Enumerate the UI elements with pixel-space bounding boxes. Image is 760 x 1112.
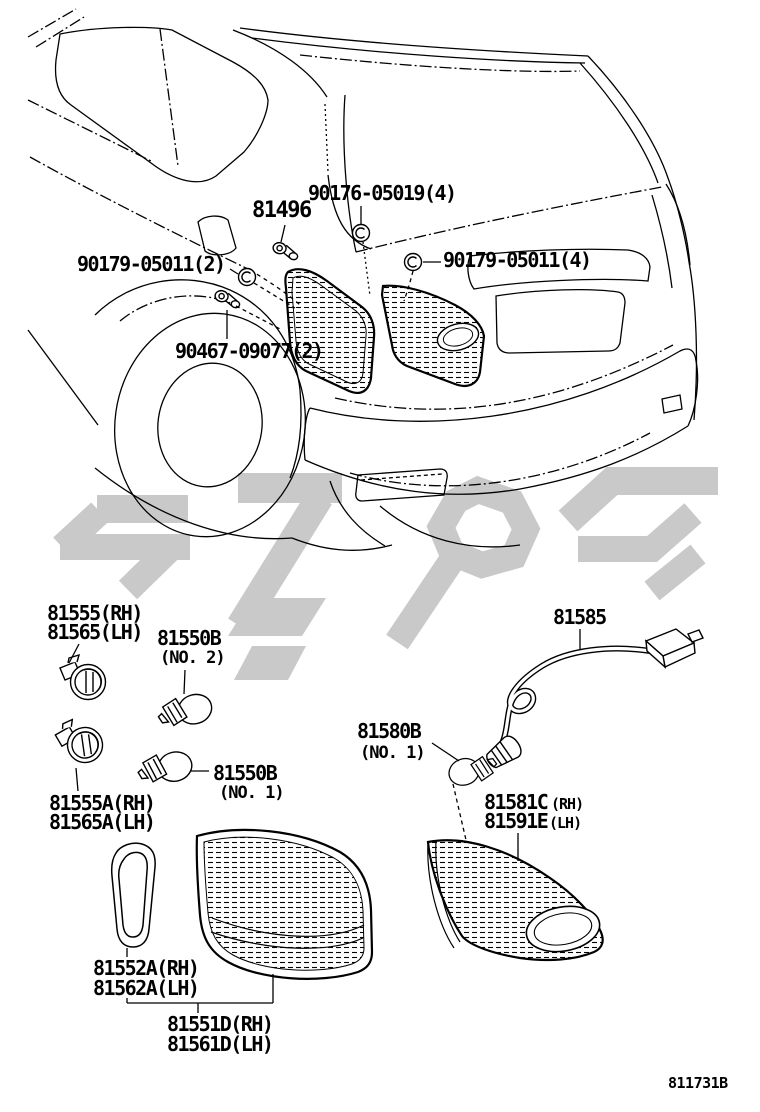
part-label-81581c: 81581C [484,790,549,814]
part-label-81496: 81496 [252,198,312,223]
part-label-81591e-lh: (LH) [549,814,582,832]
part-label-no1: (NO. 1) [219,783,285,803]
part-label-90176-05019: 90176-05019(4) [308,181,457,205]
car-rear-drawing [27,8,699,551]
bulb-socket-no1 [52,715,106,767]
grommet-icon [351,223,371,243]
harness-connector [644,628,704,669]
part-label-90467-09077: 90467-09077(2) [175,339,324,363]
part-label-81581c-rh: (RH) [551,795,584,813]
part-label-90179-05011-4: 90179-05011(4) [443,248,592,272]
lens-outer-exploded [195,828,374,980]
part-label-81580b: 81580B [357,719,422,743]
grommet-icon [237,267,257,287]
part-label-81551d-rh: 81551D(RH) [167,1012,274,1036]
wedge-bulb-no1 [134,746,196,791]
bolt-icon [270,240,301,262]
wedge-bulb-no2 [154,687,217,736]
tail-lamp-outer-on-car [284,268,376,394]
watermark-logo [53,467,718,680]
tail-lamp-inner-on-car [380,284,486,388]
part-label-no2: (NO. 2) [160,648,226,668]
leader-lines-top [226,206,441,339]
lamp-wire-harness [481,628,704,774]
diagram-code: 811731B [668,1074,728,1092]
part-label-81550b-no1: 81550B [213,761,278,785]
leader-lines-bottom [68,629,581,1013]
part-label-81580b-no1: (NO. 1) [360,743,426,763]
part-label-81591e: 81591E [484,809,549,833]
part-label-81585: 81585 [553,605,607,629]
lens-inner-exploded [426,839,604,962]
part-label-81552a-rh: 81552A(RH) [93,956,200,980]
part-label-81555a-rh: 81555A(RH) [49,791,156,815]
part-label-81555-rh: 81555(RH) [47,601,143,625]
part-label-81565a-lh: 81565A(LH) [49,810,156,834]
bolt-icon [212,288,243,310]
part-label-81550b-no2: 81550B [157,626,222,650]
part-label-90179-05011-2: 90179-05011(2) [77,252,226,276]
lamp-gasket [110,842,156,948]
part-label-81562a-lh: 81562A(LH) [93,976,200,1000]
part-label-81561d-lh: 81561D(LH) [167,1032,274,1056]
grommet-icon [403,252,423,272]
bulb-socket-no2 [59,654,107,701]
part-label-81565-lh: 81565(LH) [47,620,143,644]
